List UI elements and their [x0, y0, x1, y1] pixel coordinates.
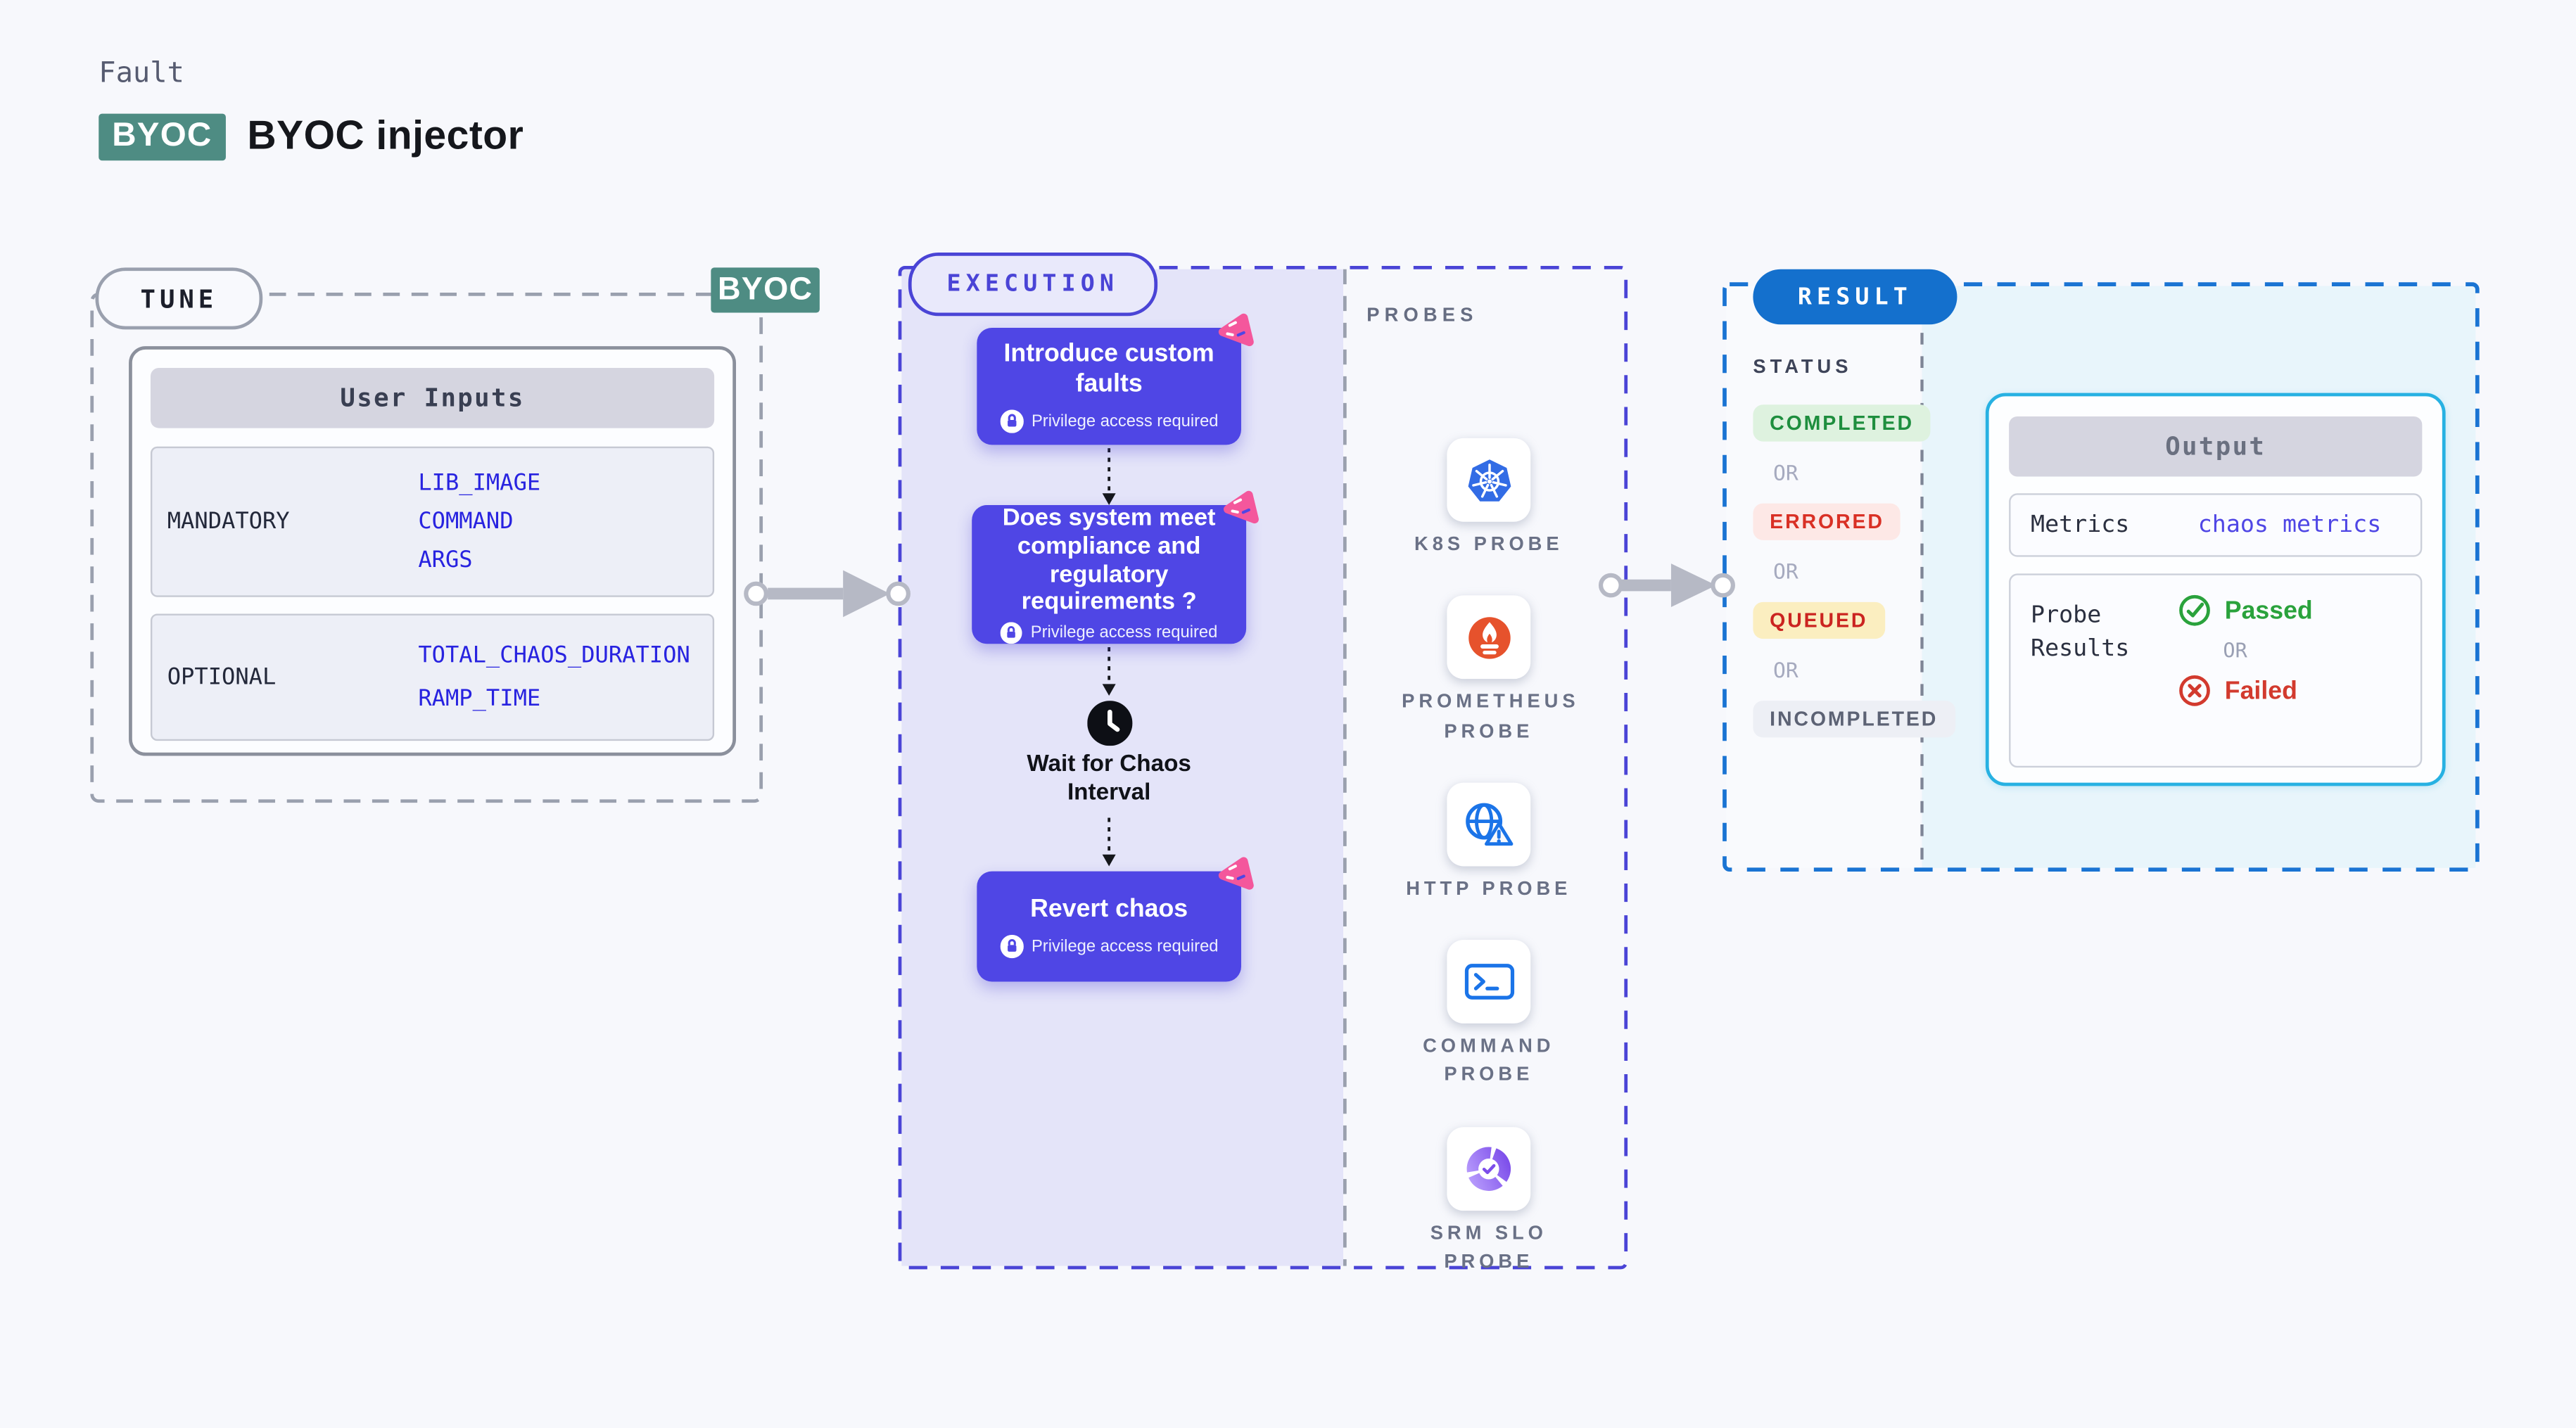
task-title: Revert chaos	[1030, 894, 1188, 923]
or-separator: OR	[2223, 639, 2247, 663]
passed-check-icon	[2178, 594, 2212, 627]
failed-x-icon	[2178, 674, 2212, 708]
clock-icon	[1087, 701, 1133, 746]
fault-kicker: Fault	[99, 56, 184, 91]
user-inputs-rows: MANDATORY LIB_IMAGE COMMAND ARGS OPTIONAL TOT…	[150, 446, 715, 741]
probe-label: K8S PROBE	[1414, 535, 1563, 556]
arrow-tune-to-execution	[744, 570, 911, 618]
metrics-row: Metrics chaos metrics	[2009, 493, 2423, 557]
tune-dashed-frame	[90, 293, 763, 803]
chaos-metrics-link[interactable]: chaos metrics	[2197, 511, 2382, 539]
env-var-name: ARGS	[418, 547, 473, 574]
tune-section-pill: TUNE	[95, 267, 263, 330]
probe-label: HTTP PROBE	[1406, 879, 1572, 900]
task-revert-chaos: Revert chaos Privilege access required	[977, 857, 1254, 982]
probe-item: PROMETHEUS PROBE	[1402, 595, 1580, 747]
lock-icon	[1000, 622, 1022, 644]
passed-line: Passed	[2178, 594, 2313, 627]
http-globe-icon	[1447, 782, 1531, 866]
output-title: Output	[2009, 416, 2423, 477]
privilege-note: Privilege access required	[1030, 624, 1218, 643]
output-box: Output Metrics chaos metrics Probe Resul…	[1985, 393, 2446, 786]
page-title: BYOC injector	[247, 113, 524, 159]
input-values: TOTAL_CHAOS_DURATION RAMP_TIME	[418, 616, 712, 739]
task-title: Does system meet compliance and regulato…	[1002, 504, 1216, 616]
or-separator: OR	[1772, 459, 1798, 485]
user-inputs-card: User Inputs MANDATORY LIB_IMAGE COMMAND ARG…	[129, 346, 737, 756]
probe-label: SRM SLO PROBE	[1430, 1223, 1547, 1273]
probe-item: SRM SLO PROBE	[1402, 1126, 1575, 1277]
status-column-fill	[1726, 286, 1921, 868]
status-list: COMPLETED OR ERRORED OR QUEUED OR INCOMPLETED	[1753, 404, 1955, 756]
env-var-name: RAMP_TIME	[418, 685, 541, 713]
failed-line: Failed	[2178, 674, 2312, 708]
terminal-icon	[1447, 940, 1531, 1024]
env-var-name: LIB_IMAGE	[418, 470, 541, 497]
prometheus-icon	[1447, 595, 1531, 680]
execution-section-pill: EXECUTION	[908, 252, 1157, 317]
user-inputs-title: User Inputs	[150, 368, 715, 428]
kubernetes-icon	[1447, 438, 1531, 522]
privilege-note: Privilege access required	[1031, 412, 1219, 431]
env-var-name: TOTAL_CHAOS_DURATION	[418, 642, 690, 669]
slo-pie-icon	[1447, 1126, 1531, 1210]
chaos-pinwheel-icon	[1221, 490, 1260, 525]
probe-label: PROMETHEUS PROBE	[1402, 692, 1580, 742]
status-badge: QUEUED	[1753, 601, 1885, 639]
status-badge: INCOMPLETED	[1753, 701, 1955, 738]
probes-section-label: PROBES	[1366, 306, 1478, 326]
probe-item: K8S PROBE	[1402, 438, 1575, 561]
env-var-name: COMMAND	[418, 508, 514, 535]
byoc-corner-badge: BYOC	[711, 267, 820, 313]
privilege-row: Privilege access required	[999, 935, 1219, 960]
page-header: BYOC BYOC injector	[99, 113, 524, 161]
execution-step-connectors	[1102, 448, 1116, 867]
input-values: LIB_IMAGE COMMAND ARGS	[418, 448, 712, 595]
passed-label: Passed	[2224, 596, 2313, 625]
chaos-pinwheel-icon	[1216, 313, 1255, 348]
status-badge: COMPLETED	[1753, 404, 1931, 442]
failed-label: Failed	[2224, 676, 2297, 706]
privilege-note: Privilege access required	[1031, 938, 1219, 957]
task-title: Introduce custom faults	[1003, 339, 1214, 397]
chaos-pinwheel-icon	[1216, 856, 1255, 891]
execution-dashed-frame	[898, 265, 1628, 1270]
input-row: MANDATORY LIB_IMAGE COMMAND ARGS	[150, 446, 715, 597]
task-compliance-check: Does system meet compliance and regulato…	[972, 490, 1259, 644]
status-title: STATUS	[1753, 357, 1853, 378]
probe-label: COMMAND PROBE	[1423, 1036, 1555, 1086]
task-introduce-custom-faults: Introduce custom faults Privilege access…	[977, 313, 1254, 445]
probe-item: COMMAND PROBE	[1402, 940, 1575, 1091]
byoc-brand-badge: BYOC	[99, 113, 226, 161]
arrow-probes-to-result	[1598, 563, 1735, 607]
input-row-label: MANDATORY	[167, 508, 290, 535]
status-badge: ERRORED	[1753, 503, 1901, 540]
or-separator: OR	[1772, 657, 1798, 682]
result-section-pill: RESULT	[1753, 269, 1958, 325]
result-dashed-frame	[1722, 282, 2480, 872]
status-column: STATUS COMPLETED OR ERRORED OR QUEUED OR INCOM…	[1753, 357, 1955, 756]
input-row: OPTIONAL TOTAL_CHAOS_DURATION RAMP_TIME	[150, 613, 715, 741]
wait-for-chaos-interval-label: Wait for Chaos Interval	[1027, 749, 1191, 804]
privilege-row: Privilege access required	[1000, 622, 1218, 644]
probe-results-row: Probe Results Passed OR Failed	[2009, 573, 2423, 768]
probe-item: HTTP PROBE	[1402, 782, 1575, 905]
or-separator: OR	[1772, 559, 1798, 584]
lock-icon	[999, 935, 1024, 960]
probe-results-values: Passed OR Failed	[2178, 575, 2313, 766]
privilege-row: Privilege access required	[999, 409, 1219, 434]
lock-icon	[999, 409, 1024, 434]
metrics-label: Metrics	[2031, 511, 2130, 539]
probe-results-label: Probe Results	[2031, 601, 2130, 663]
probe-list: K8S PROBE PROMETHEUS PROBE HTTP PROBE COMMA…	[1395, 438, 1582, 1313]
input-row-label: OPTIONAL	[167, 663, 277, 691]
